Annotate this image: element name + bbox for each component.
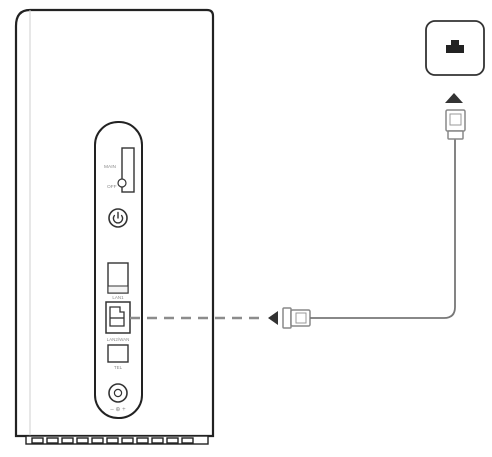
tel-label: TEL [114, 365, 123, 370]
sim-slot-latch [117, 178, 127, 188]
ethernet-plug-wall-side [445, 109, 466, 140]
power-polarity-label: – ⊕ + [110, 407, 126, 413]
sim-main-label: MAIN [104, 164, 117, 170]
ethernet-socket-icon [446, 40, 464, 53]
ethernet-cable [310, 139, 456, 319]
lan1-port[interactable] [107, 262, 129, 294]
router: MAIN OFF LAN1 LAN2/WAN TEL [14, 8, 215, 445]
wall-ethernet-socket[interactable] [425, 20, 485, 76]
lan2-wan-plug [109, 306, 125, 327]
lan2-wan-label: LAN2/WAN [107, 337, 130, 342]
router-feet [25, 435, 209, 445]
power-socket[interactable] [108, 383, 128, 403]
power-button[interactable] [108, 208, 128, 228]
sim-off-label: OFF [107, 184, 117, 190]
ethernet-plug-router-side [282, 307, 311, 329]
tel-port[interactable] [107, 344, 129, 363]
lan2-wan-port[interactable] [105, 301, 131, 334]
insert-arrow-left-icon [268, 311, 278, 325]
lan1-label: LAN1 [112, 295, 124, 300]
insert-arrow-up-icon [445, 93, 463, 103]
power-icon [112, 211, 124, 224]
